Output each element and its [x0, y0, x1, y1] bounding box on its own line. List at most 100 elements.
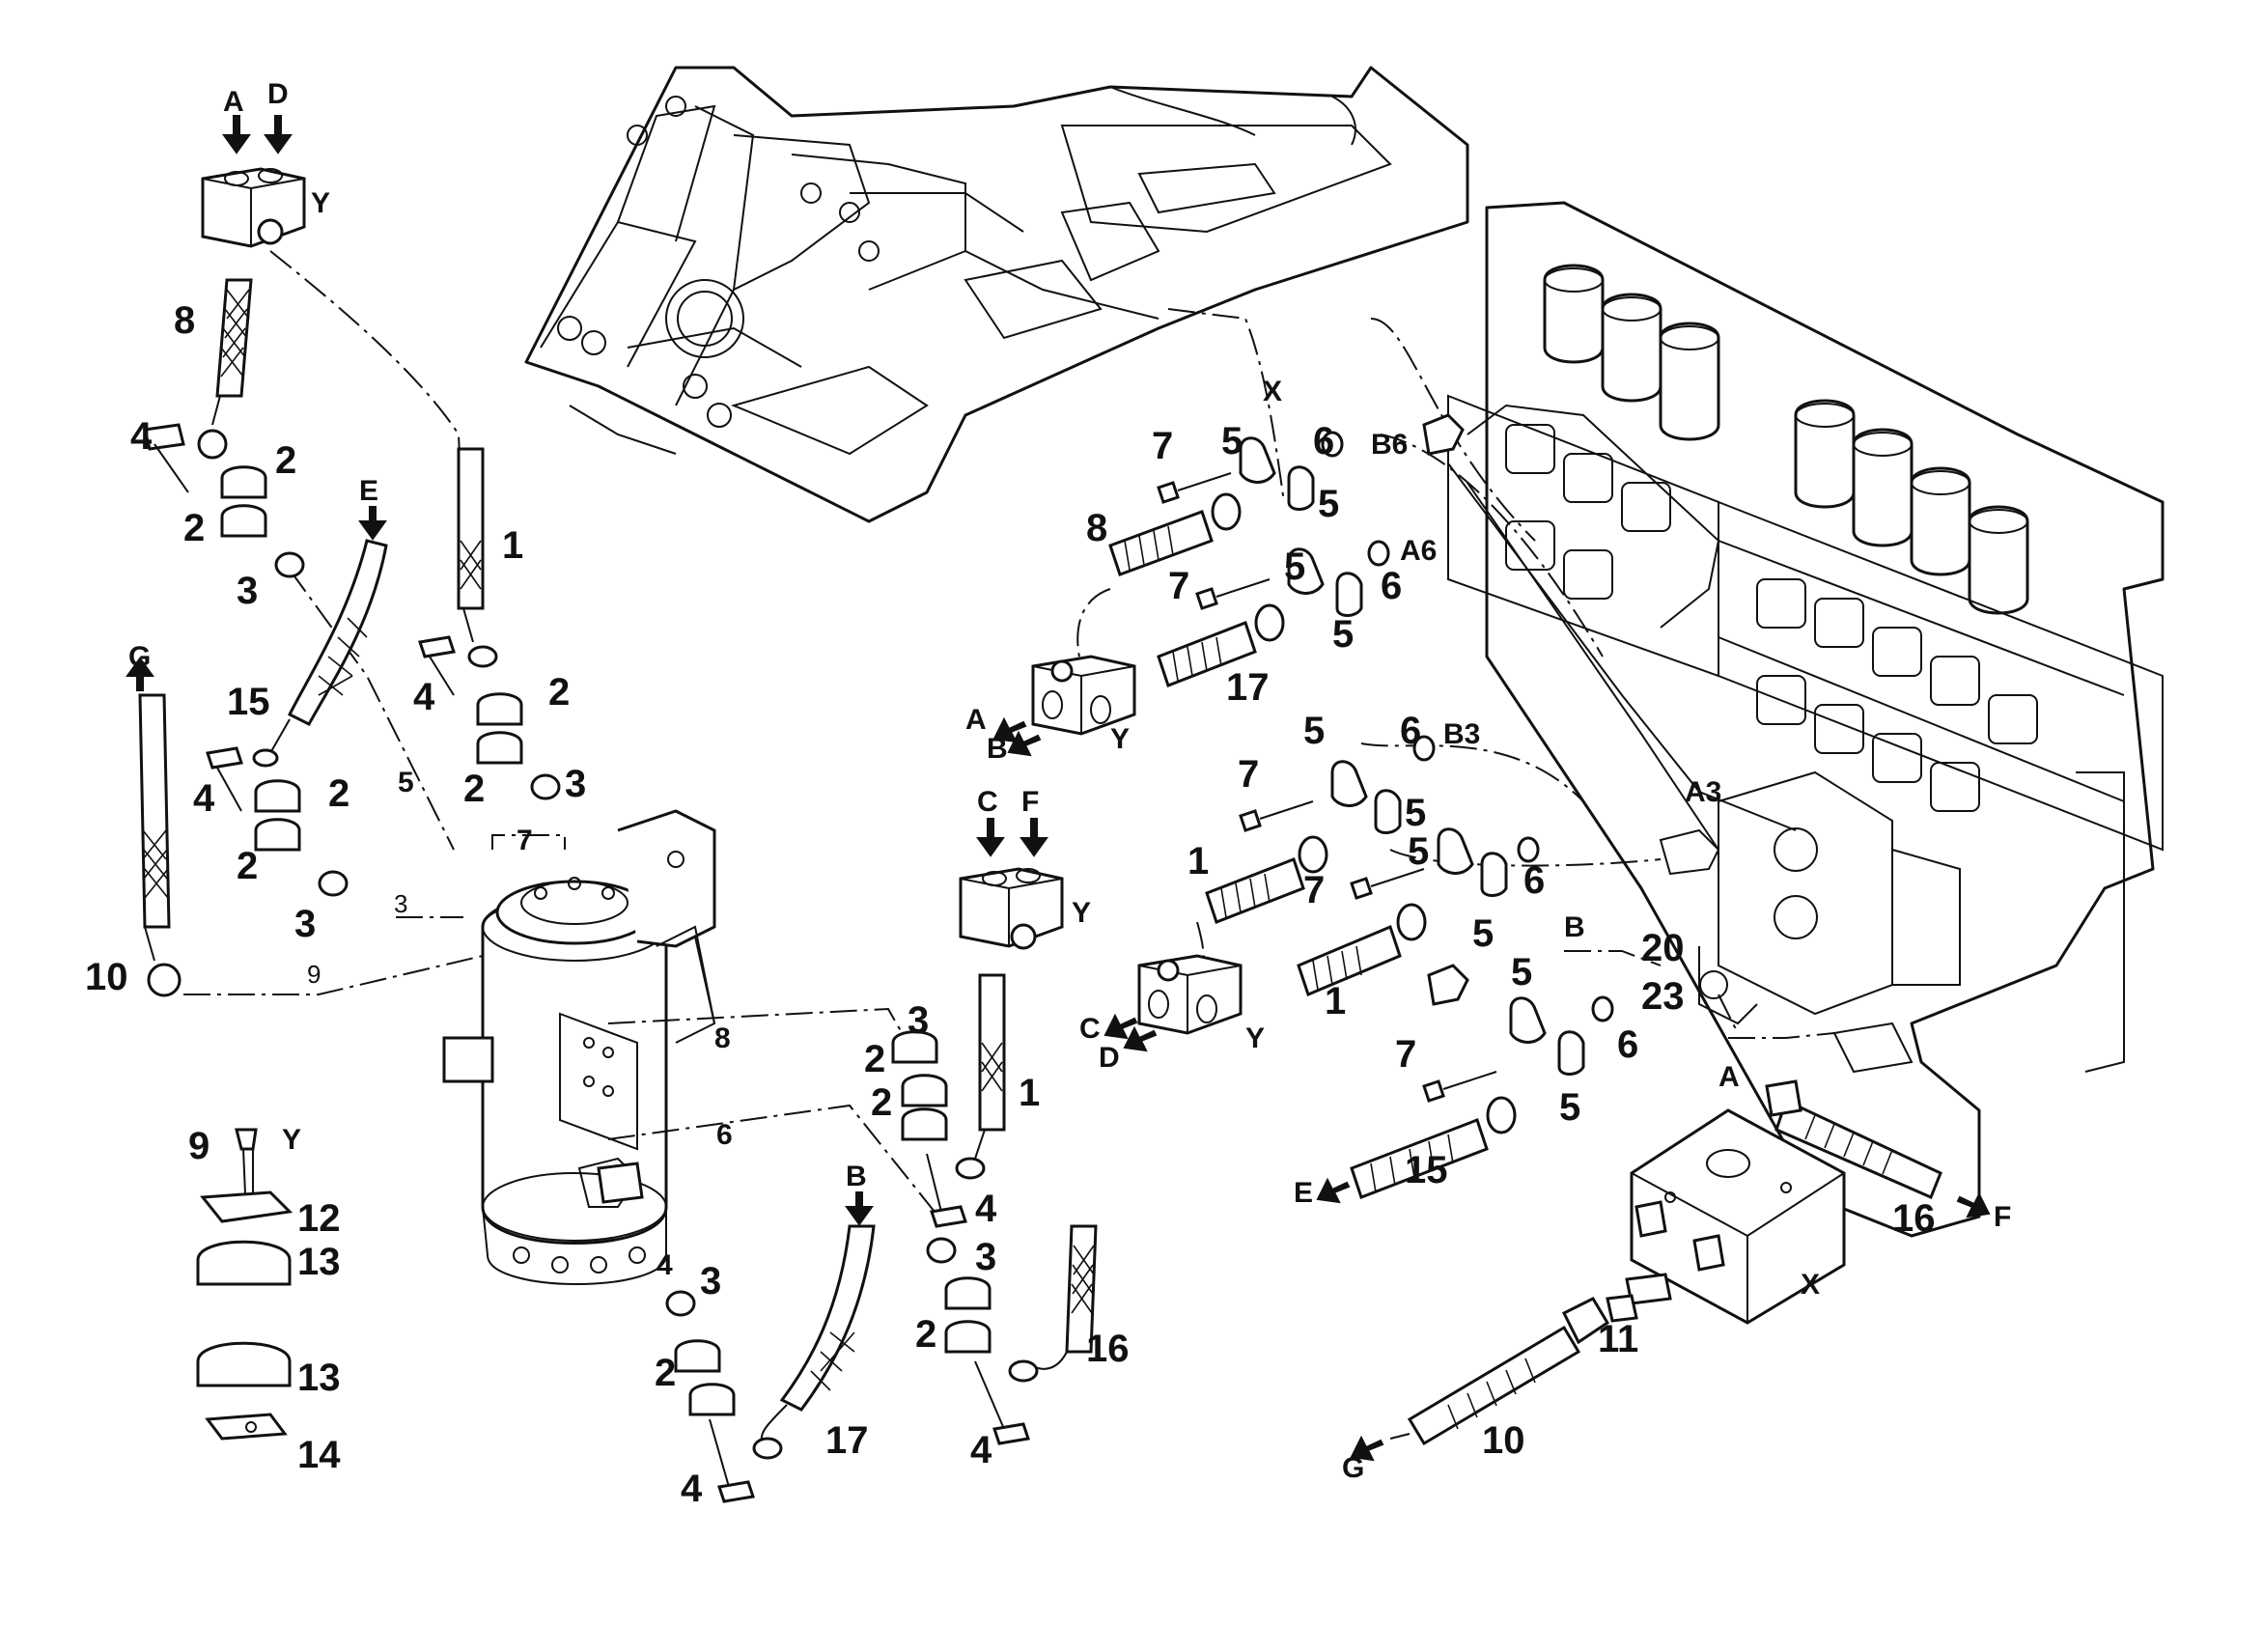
label-6-swivel: 6 — [716, 1119, 733, 1151]
left-hose-assembly — [138, 167, 561, 1441]
label-10-left: 10 — [85, 956, 128, 998]
label-8-swivel: 8 — [714, 1022, 731, 1054]
control-valve-bank — [1447, 201, 2165, 1238]
label-8-right: 8 — [1086, 507, 1107, 549]
label-5-swivel: 5 — [398, 767, 414, 798]
label-7-r3: 7 — [1238, 753, 1259, 796]
label-4-mid-left: 4 — [193, 777, 215, 820]
label-5-r7: 5 — [1511, 951, 1532, 994]
label-7-r1: 7 — [1152, 425, 1173, 467]
label-7-r2: 7 — [1168, 565, 1189, 607]
label-1-mid: 1 — [1019, 1072, 1040, 1114]
label-2-top-mid-a: 2 — [548, 671, 570, 714]
label-2-mid-left-b: 2 — [237, 845, 258, 887]
label-4-top-mid: 4 — [413, 676, 435, 718]
label-a3: A3 — [1685, 776, 1721, 808]
arrow-c-mid — [976, 818, 1005, 857]
label-7-r5: 7 — [1395, 1033, 1416, 1076]
label-1-top: 1 — [502, 524, 523, 567]
flow-arrows — [126, 115, 1991, 1462]
label-4-swivel: 4 — [657, 1249, 673, 1281]
label-y-clamp: Y — [282, 1124, 301, 1156]
label-16-right: 16 — [1892, 1197, 1936, 1240]
label-15-right: 15 — [1405, 1149, 1448, 1191]
label-9-swivel: 9 — [307, 960, 321, 989]
label-2-top-left-b: 2 — [183, 507, 205, 549]
label-b-right: B — [987, 733, 1008, 765]
block-x-assembly — [1389, 1079, 1942, 1446]
label-16-mid: 16 — [1086, 1328, 1130, 1370]
label-b-valve: B — [1564, 911, 1585, 943]
label-5-r9: 5 — [1284, 546, 1305, 588]
arrow-e-left — [358, 506, 387, 541]
machine-frame — [524, 66, 1469, 523]
center-hose-assembly — [597, 867, 1098, 1503]
label-5-r6: 5 — [1472, 912, 1494, 955]
label-f-mid: F — [1021, 786, 1039, 818]
label-b3: B3 — [1443, 718, 1480, 750]
label-g-left: G — [128, 641, 151, 673]
label-b-mid: B — [846, 1161, 867, 1192]
label-3-mid: 3 — [908, 999, 929, 1042]
label-g-right: G — [1342, 1452, 1364, 1484]
label-e-right: E — [1294, 1177, 1313, 1209]
label-5-r3: 5 — [1332, 613, 1354, 656]
label-5-r10: 5 — [1408, 830, 1429, 873]
label-15-left: 15 — [227, 681, 270, 723]
label-y-right-upper: Y — [1110, 723, 1130, 755]
label-6-r5: 6 — [1617, 1023, 1638, 1066]
arrow-b-mid — [845, 1191, 874, 1226]
label-x-frame: X — [1263, 376, 1282, 407]
arrow-g-left — [126, 657, 154, 691]
arrow-a-right — [992, 716, 1027, 743]
right-hose-assembly — [1031, 413, 1614, 1199]
arrow-c-right — [1104, 1013, 1138, 1040]
label-14: 14 — [297, 1434, 341, 1476]
arrow-g-right — [1350, 1435, 1384, 1462]
label-d-right: D — [1099, 1042, 1120, 1074]
label-5-r1: 5 — [1221, 420, 1243, 462]
label-y-right-lower: Y — [1245, 1022, 1265, 1054]
label-5-r5: 5 — [1405, 792, 1426, 834]
label-c-right: C — [1079, 1013, 1101, 1045]
label-13-a: 13 — [297, 1241, 341, 1283]
label-6-r3: 6 — [1400, 710, 1421, 752]
label-20: 20 — [1641, 927, 1685, 969]
arrow-e-right — [1316, 1177, 1351, 1204]
label-2-mid: 2 — [871, 1081, 892, 1124]
label-5-r4: 5 — [1303, 710, 1325, 752]
arrow-d-top — [264, 115, 293, 154]
label-17-right: 17 — [1226, 666, 1270, 709]
label-4-lower-left: 4 — [681, 1468, 703, 1510]
label-9-clamp: 9 — [188, 1125, 210, 1167]
label-2-lower-left: 2 — [655, 1352, 676, 1394]
label-2-top-mid-b: 2 — [463, 768, 485, 810]
label-23: 23 — [1641, 975, 1685, 1018]
label-3-mid-lower: 3 — [975, 1236, 996, 1278]
arrow-d-right — [1123, 1025, 1158, 1052]
label-4-mid: 4 — [975, 1188, 997, 1230]
label-b6: B6 — [1371, 429, 1408, 461]
label-a-top: A — [223, 86, 244, 118]
label-3-lower-left: 3 — [700, 1260, 721, 1302]
label-x-block: X — [1801, 1269, 1820, 1301]
arrow-b-right — [1007, 730, 1042, 757]
label-10-right: 10 — [1482, 1419, 1525, 1462]
label-3-swivel: 3 — [394, 889, 407, 918]
label-3-top-left: 3 — [237, 570, 258, 612]
label-4-top-left: 4 — [130, 415, 153, 458]
label-12: 12 — [297, 1197, 341, 1240]
part-labels: A D Y 8 4 2 2 3 E 1 G 15 4 2 2 3 5 4 2 2… — [85, 78, 2011, 1510]
arrow-a-top — [222, 115, 251, 154]
label-6-r1: 6 — [1313, 420, 1334, 462]
label-5-r8: 5 — [1559, 1086, 1580, 1129]
label-2-extra: 2 — [864, 1038, 885, 1080]
label-4-mid-lower: 4 — [970, 1429, 992, 1471]
label-f-right: F — [1994, 1201, 2011, 1233]
label-3-mid-left: 3 — [294, 903, 316, 945]
label-2-mid-lower: 2 — [915, 1313, 936, 1356]
label-5-r2: 5 — [1318, 483, 1339, 525]
label-3-top-mid: 3 — [565, 763, 586, 805]
label-a-valve: A — [1718, 1061, 1740, 1093]
label-11: 11 — [1598, 1318, 1638, 1360]
